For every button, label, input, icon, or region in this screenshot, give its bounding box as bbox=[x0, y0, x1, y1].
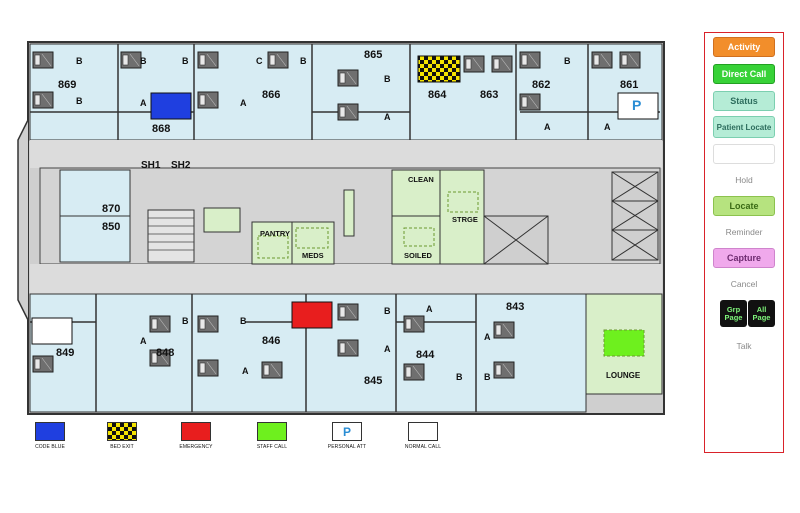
room-850: 850 bbox=[102, 221, 120, 233]
room-848: 848 bbox=[156, 347, 174, 359]
area-sh2: SH2 bbox=[171, 160, 191, 171]
bed-exit-swatch bbox=[107, 422, 137, 441]
svg-text:B: B bbox=[484, 372, 491, 382]
area-clean: CLEAN bbox=[408, 175, 434, 184]
room-861: 861 bbox=[620, 79, 638, 91]
room-862: 862 bbox=[532, 79, 550, 91]
room-846: 846 bbox=[262, 335, 280, 347]
personal-att-icon: P bbox=[632, 97, 641, 113]
room-870: 870 bbox=[102, 203, 120, 215]
area-sh1: SH1 bbox=[141, 160, 161, 171]
svg-text:B: B bbox=[240, 316, 247, 326]
legend: CODE BLUE BED EXIT EMERGENCY STAFF CALL … bbox=[20, 422, 460, 462]
room-865: 865 bbox=[364, 49, 382, 61]
room-861-personal-att bbox=[617, 92, 659, 120]
svg-text:A: A bbox=[140, 98, 147, 108]
room-863: 863 bbox=[480, 89, 498, 101]
room-868: 868 bbox=[152, 123, 170, 135]
group-page-button[interactable]: Grp Page bbox=[720, 300, 747, 327]
staff-call-swatch bbox=[257, 422, 287, 441]
svg-text:A: A bbox=[242, 366, 249, 376]
lounge-staff-call bbox=[603, 329, 645, 357]
room-844: 844 bbox=[416, 349, 435, 361]
room-866: 866 bbox=[262, 89, 280, 101]
cancel-button[interactable]: Cancel bbox=[730, 279, 758, 289]
svg-text:B: B bbox=[384, 74, 391, 84]
svg-text:A: A bbox=[544, 122, 551, 132]
area-pantry: PANTRY bbox=[260, 229, 290, 238]
legend-personal-att: P PERSONAL ATT bbox=[317, 422, 377, 450]
svg-text:A: A bbox=[140, 336, 147, 346]
svg-text:B: B bbox=[384, 306, 391, 316]
svg-text:B: B bbox=[182, 316, 189, 326]
svg-text:B: B bbox=[182, 56, 189, 66]
talk-button[interactable]: Talk bbox=[736, 341, 752, 351]
legend-bed-exit: BED EXIT bbox=[92, 422, 152, 450]
svg-text:A: A bbox=[384, 344, 391, 354]
direct-call-button[interactable]: Direct Call bbox=[713, 64, 775, 84]
hold-button[interactable]: Hold bbox=[735, 175, 753, 185]
personal-att-swatch: P bbox=[332, 422, 362, 441]
p-icon: P bbox=[342, 424, 351, 439]
room-849-normal-call bbox=[31, 317, 73, 345]
svg-text:A: A bbox=[240, 98, 247, 108]
area-meds: MEDS bbox=[302, 251, 324, 260]
room-849: 849 bbox=[56, 347, 74, 359]
legend-code-blue: CODE BLUE bbox=[20, 422, 80, 450]
capture-button[interactable]: Capture bbox=[713, 248, 775, 268]
reminder-button[interactable]: Reminder bbox=[725, 227, 763, 237]
area-strge: STRGE bbox=[452, 215, 478, 224]
normal-call-swatch bbox=[408, 422, 438, 441]
svg-text:C: C bbox=[256, 56, 263, 66]
all-page-button[interactable]: All Page bbox=[748, 300, 775, 327]
activity-button[interactable]: Activity bbox=[713, 37, 775, 57]
svg-text:B: B bbox=[76, 56, 83, 66]
blank-button[interactable] bbox=[713, 144, 775, 164]
room-846-emergency bbox=[291, 301, 333, 329]
room-864: 864 bbox=[428, 89, 447, 101]
svg-text:A: A bbox=[384, 112, 391, 122]
status-button[interactable]: Status bbox=[713, 91, 775, 111]
control-panel: Activity Direct Call Status Patient Loca… bbox=[704, 32, 784, 453]
svg-text:B: B bbox=[76, 96, 83, 106]
svg-text:A: A bbox=[426, 304, 433, 314]
patient-locate-button[interactable]: Patient Locate bbox=[713, 116, 775, 138]
room-843: 843 bbox=[506, 301, 524, 313]
emergency-swatch bbox=[181, 422, 211, 441]
legend-emergency: EMERGENCY bbox=[166, 422, 226, 450]
area-lounge: LOUNGE bbox=[606, 371, 641, 380]
svg-text:B: B bbox=[140, 56, 147, 66]
locate-button[interactable]: Locate bbox=[713, 196, 775, 216]
legend-normal-call: NORMAL CALL bbox=[393, 422, 453, 450]
svg-text:A: A bbox=[484, 332, 491, 342]
room-845: 845 bbox=[364, 375, 382, 387]
area-soiled: SOILED bbox=[404, 251, 433, 260]
svg-text:B: B bbox=[300, 56, 307, 66]
legend-staff-call: STAFF CALL bbox=[242, 422, 302, 450]
svg-text:B: B bbox=[456, 372, 463, 382]
code-blue-swatch bbox=[35, 422, 65, 441]
svg-text:A: A bbox=[604, 122, 611, 132]
room-864-bed-exit bbox=[417, 55, 461, 83]
room-868-code-blue bbox=[150, 92, 192, 120]
svg-text:B: B bbox=[564, 56, 571, 66]
room-869: 869 bbox=[58, 79, 76, 91]
